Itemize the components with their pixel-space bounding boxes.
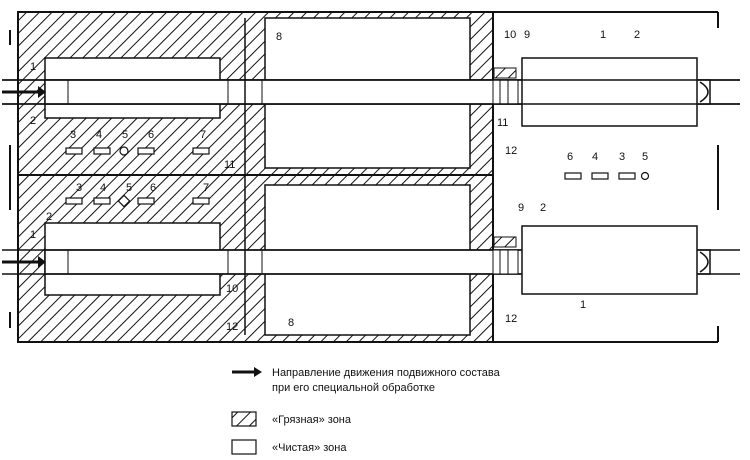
label-10-bottom: 10 [226,283,238,295]
legend-direction-line2: при его специальной обработке [272,382,435,394]
label-8-bottom: 8 [288,317,294,329]
label-5-bottom: 5 [126,182,132,194]
label-12-clean-bottom: 12 [505,313,517,325]
hatched-box-icon [231,411,257,427]
equipment-row-top [65,146,210,156]
equipment-row-clean [564,171,650,181]
label-3-top: 3 [70,129,76,141]
legend-direction-line1: Направление движения подвижного состава [272,367,501,379]
label-3-bottom: 3 [76,182,82,194]
legend-clean-zone: «Чистая» зона [272,442,347,454]
label-11-mid: 11 [224,159,235,171]
label-7-top: 7 [200,129,206,141]
label-1-bottom: 1 [30,229,36,241]
clean-zone-frame [9,11,719,343]
track-bottom [2,222,740,296]
track-top [2,57,740,127]
label-1-clean-bottom: 1 [580,299,586,311]
empty-box-icon [231,439,257,455]
legend: Направление движения подвижного состава … [231,367,501,455]
label-1-clean-top: 1 [600,29,606,41]
label-2-clean-top: 2 [634,29,640,41]
label-2-bottom: 2 [46,211,52,223]
equipment-row-bottom [65,194,210,208]
label-1-top: 1 [30,61,36,73]
label-9-top: 9 [524,29,530,41]
label-5-top: 5 [122,129,128,141]
label-2-top: 2 [30,115,36,127]
label-6-clean: 6 [567,151,573,163]
label-12-bottom: 12 [226,321,238,333]
label-7-bottom: 7 [203,182,209,194]
label-4-clean: 4 [592,151,598,163]
direction-arrow-bottom [2,256,46,268]
label-12-top: 12 [505,145,517,157]
label-3-clean: 3 [619,151,625,163]
arrow-right-icon [232,367,262,377]
label-6-bottom: 6 [150,182,156,194]
legend-dirty-zone: «Грязная» зона [272,414,352,426]
label-10-top: 10 [504,29,516,41]
label-5-clean: 5 [642,151,648,163]
label-2-clean-bottom: 2 [540,202,546,214]
label-9-bottom: 9 [518,202,524,214]
label-4-bottom: 4 [100,182,106,194]
label-11-top: 11 [497,117,508,129]
label-6-top: 6 [148,129,154,141]
direction-arrow-top [2,86,46,98]
label-4-top: 4 [96,129,102,141]
wall-lines [244,18,494,335]
label-8-top: 8 [276,31,282,43]
